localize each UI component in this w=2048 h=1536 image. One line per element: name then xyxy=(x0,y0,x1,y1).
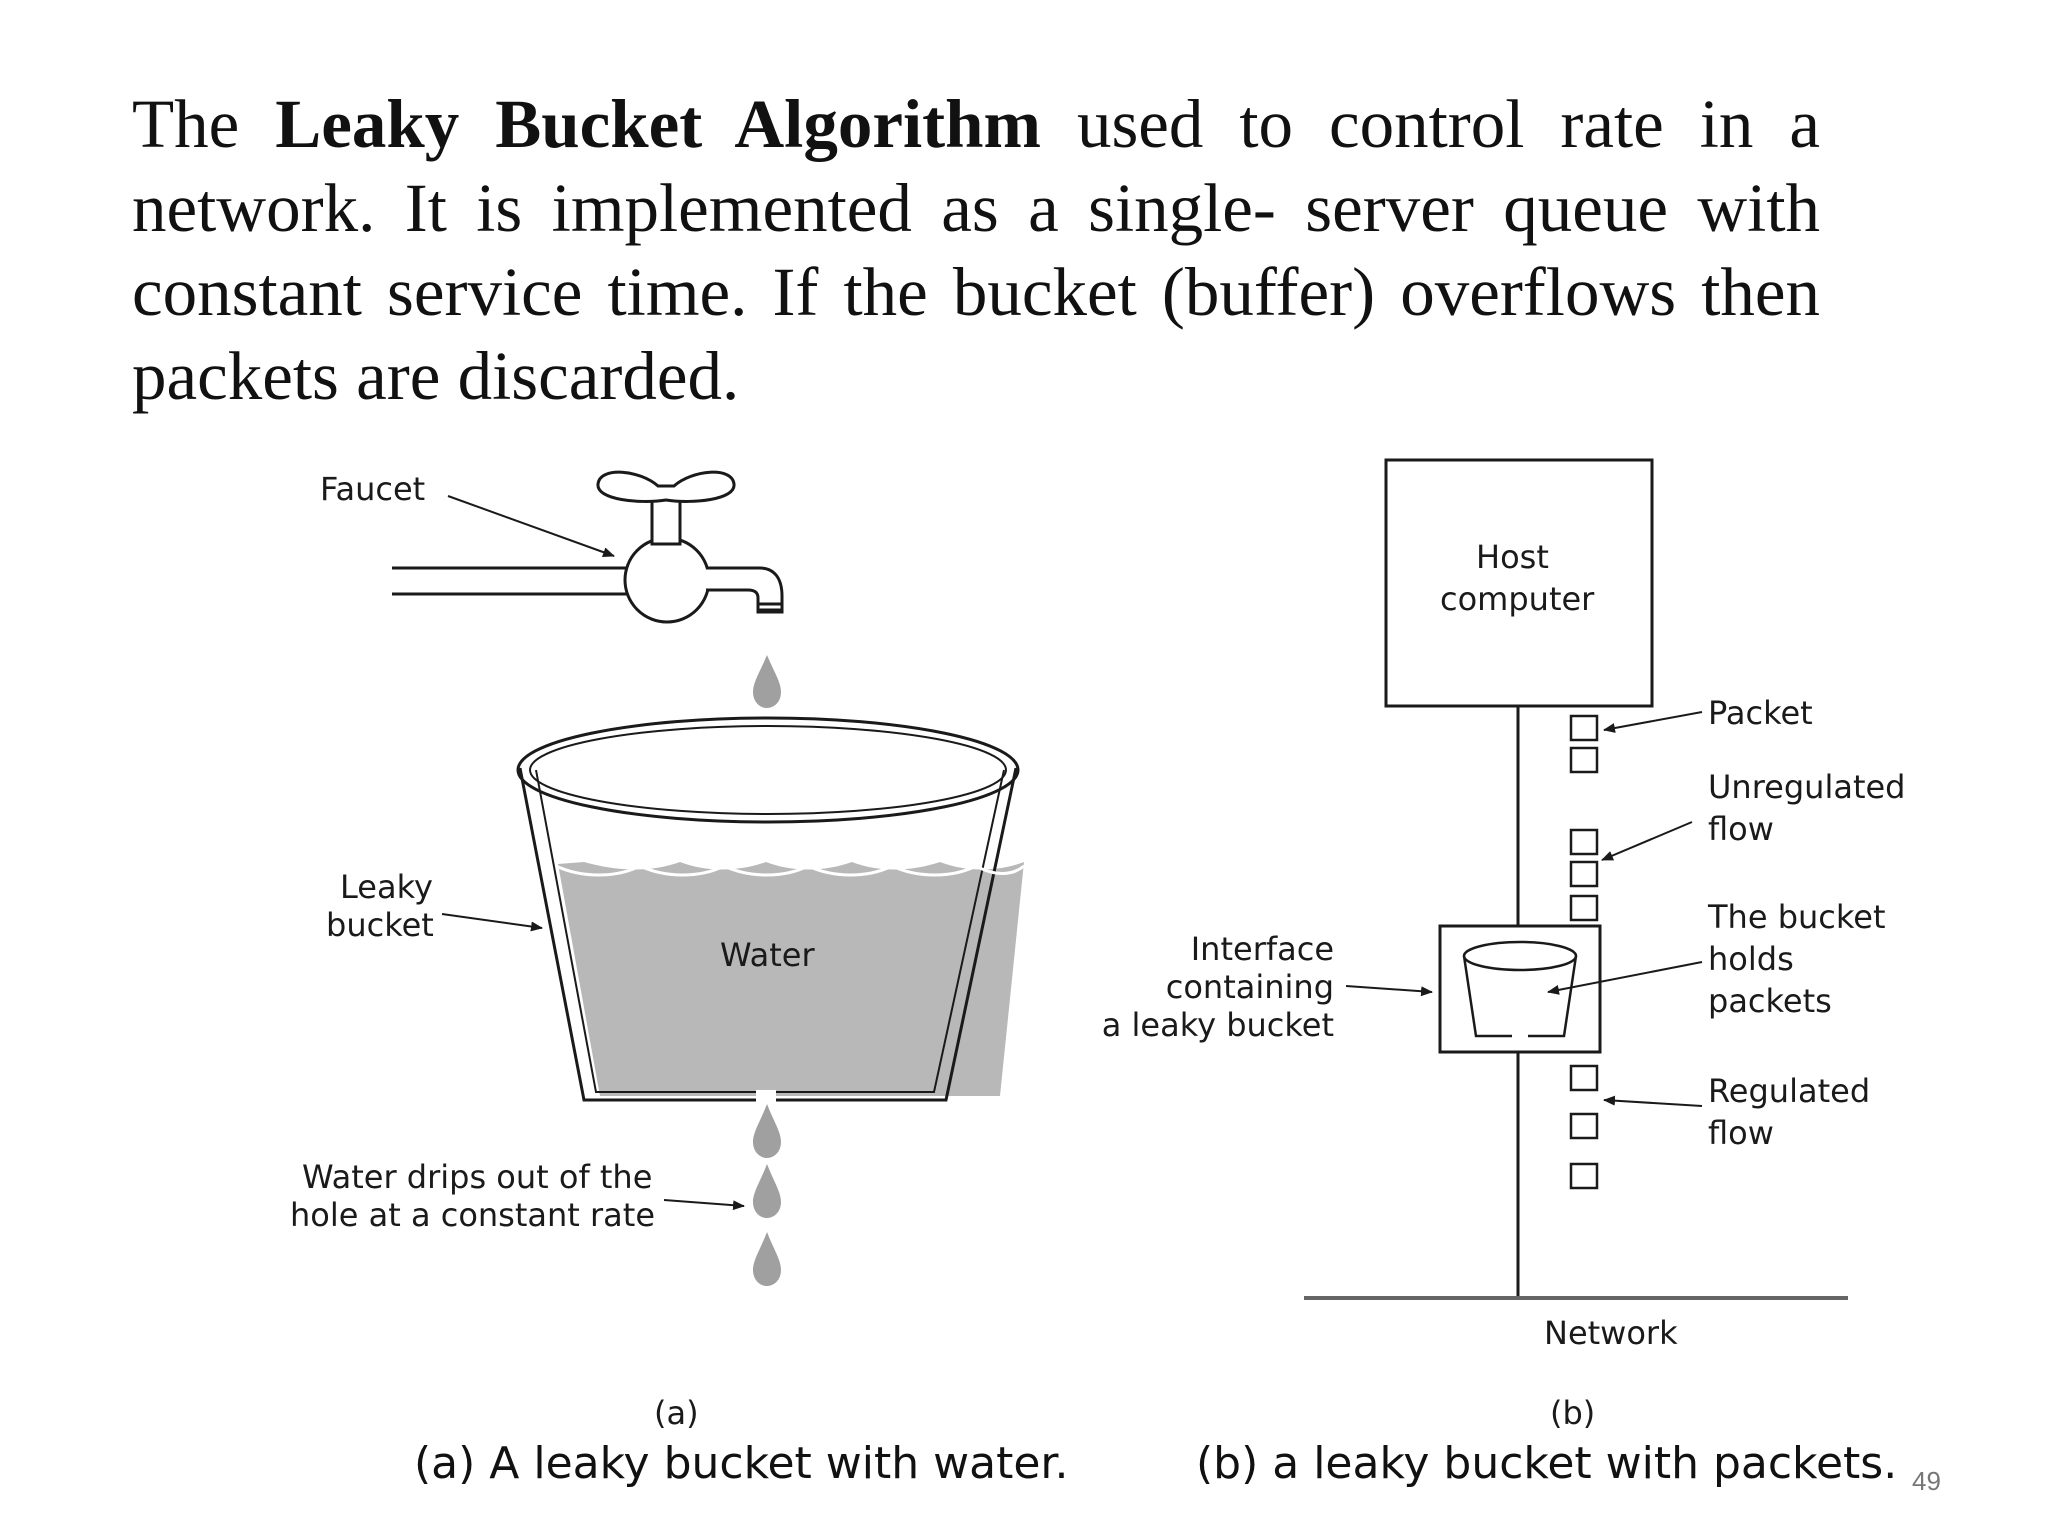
host-computer-box xyxy=(1384,458,1654,708)
figure-b-sublabel: (b) xyxy=(1550,1394,1595,1432)
leaky-bucket-drawing xyxy=(516,716,1025,1104)
regulated-label-2: flow xyxy=(1708,1114,1774,1152)
holds-label-1: The bucket xyxy=(1707,898,1886,936)
host-label-1: Host xyxy=(1476,538,1549,576)
host-label-2: computer xyxy=(1440,580,1595,618)
figure-a-sublabel: (a) xyxy=(654,1394,699,1432)
para-bold-term: Leaky Bucket Algorithm xyxy=(275,86,1041,162)
leaky-bucket-label-1: Leaky xyxy=(340,868,433,906)
water-label: Water xyxy=(720,936,815,974)
interface-box xyxy=(1438,924,1602,1054)
regulated-label-1: Regulated xyxy=(1708,1072,1870,1110)
drips-label-2: hole at a constant rate xyxy=(290,1196,655,1234)
caption-b: (b) a leaky bucket with packets. xyxy=(1196,1438,1898,1489)
interface-label-3: a leaky bucket xyxy=(1102,1006,1334,1044)
faucet-drawing xyxy=(392,470,784,624)
holds-label-2: holds xyxy=(1708,940,1794,978)
regulated-packets xyxy=(1569,1064,1599,1190)
para-rest: used to control rate in a network. It is… xyxy=(132,86,1820,414)
faucet-label: Faucet xyxy=(320,470,425,508)
page-number: 49 xyxy=(1912,1466,1941,1496)
network-label: Network xyxy=(1544,1314,1678,1352)
interface-label-2: containing xyxy=(1166,968,1334,1006)
caption-a: (a) A leaky bucket with water. xyxy=(414,1438,1069,1489)
drips-label-1: Water drips out of the xyxy=(302,1158,652,1196)
water-drop-1 xyxy=(753,1104,781,1158)
unregulated-packets xyxy=(1569,714,1599,922)
holds-label-3: packets xyxy=(1708,982,1832,1020)
packet-label: Packet xyxy=(1708,694,1813,732)
para-lead: The xyxy=(132,86,240,162)
unregulated-label-1: Unregulated xyxy=(1708,768,1905,806)
intro-paragraph: The Leaky Bucket Algorithm used to contr… xyxy=(132,82,1820,418)
water-drop-3 xyxy=(753,1232,781,1286)
water-drop-2 xyxy=(753,1164,781,1218)
unregulated-label-2: flow xyxy=(1708,810,1774,848)
water-drop-top xyxy=(753,655,781,708)
interface-label-1: Interface xyxy=(1191,930,1334,968)
leaky-bucket-label-2: bucket xyxy=(326,906,434,944)
